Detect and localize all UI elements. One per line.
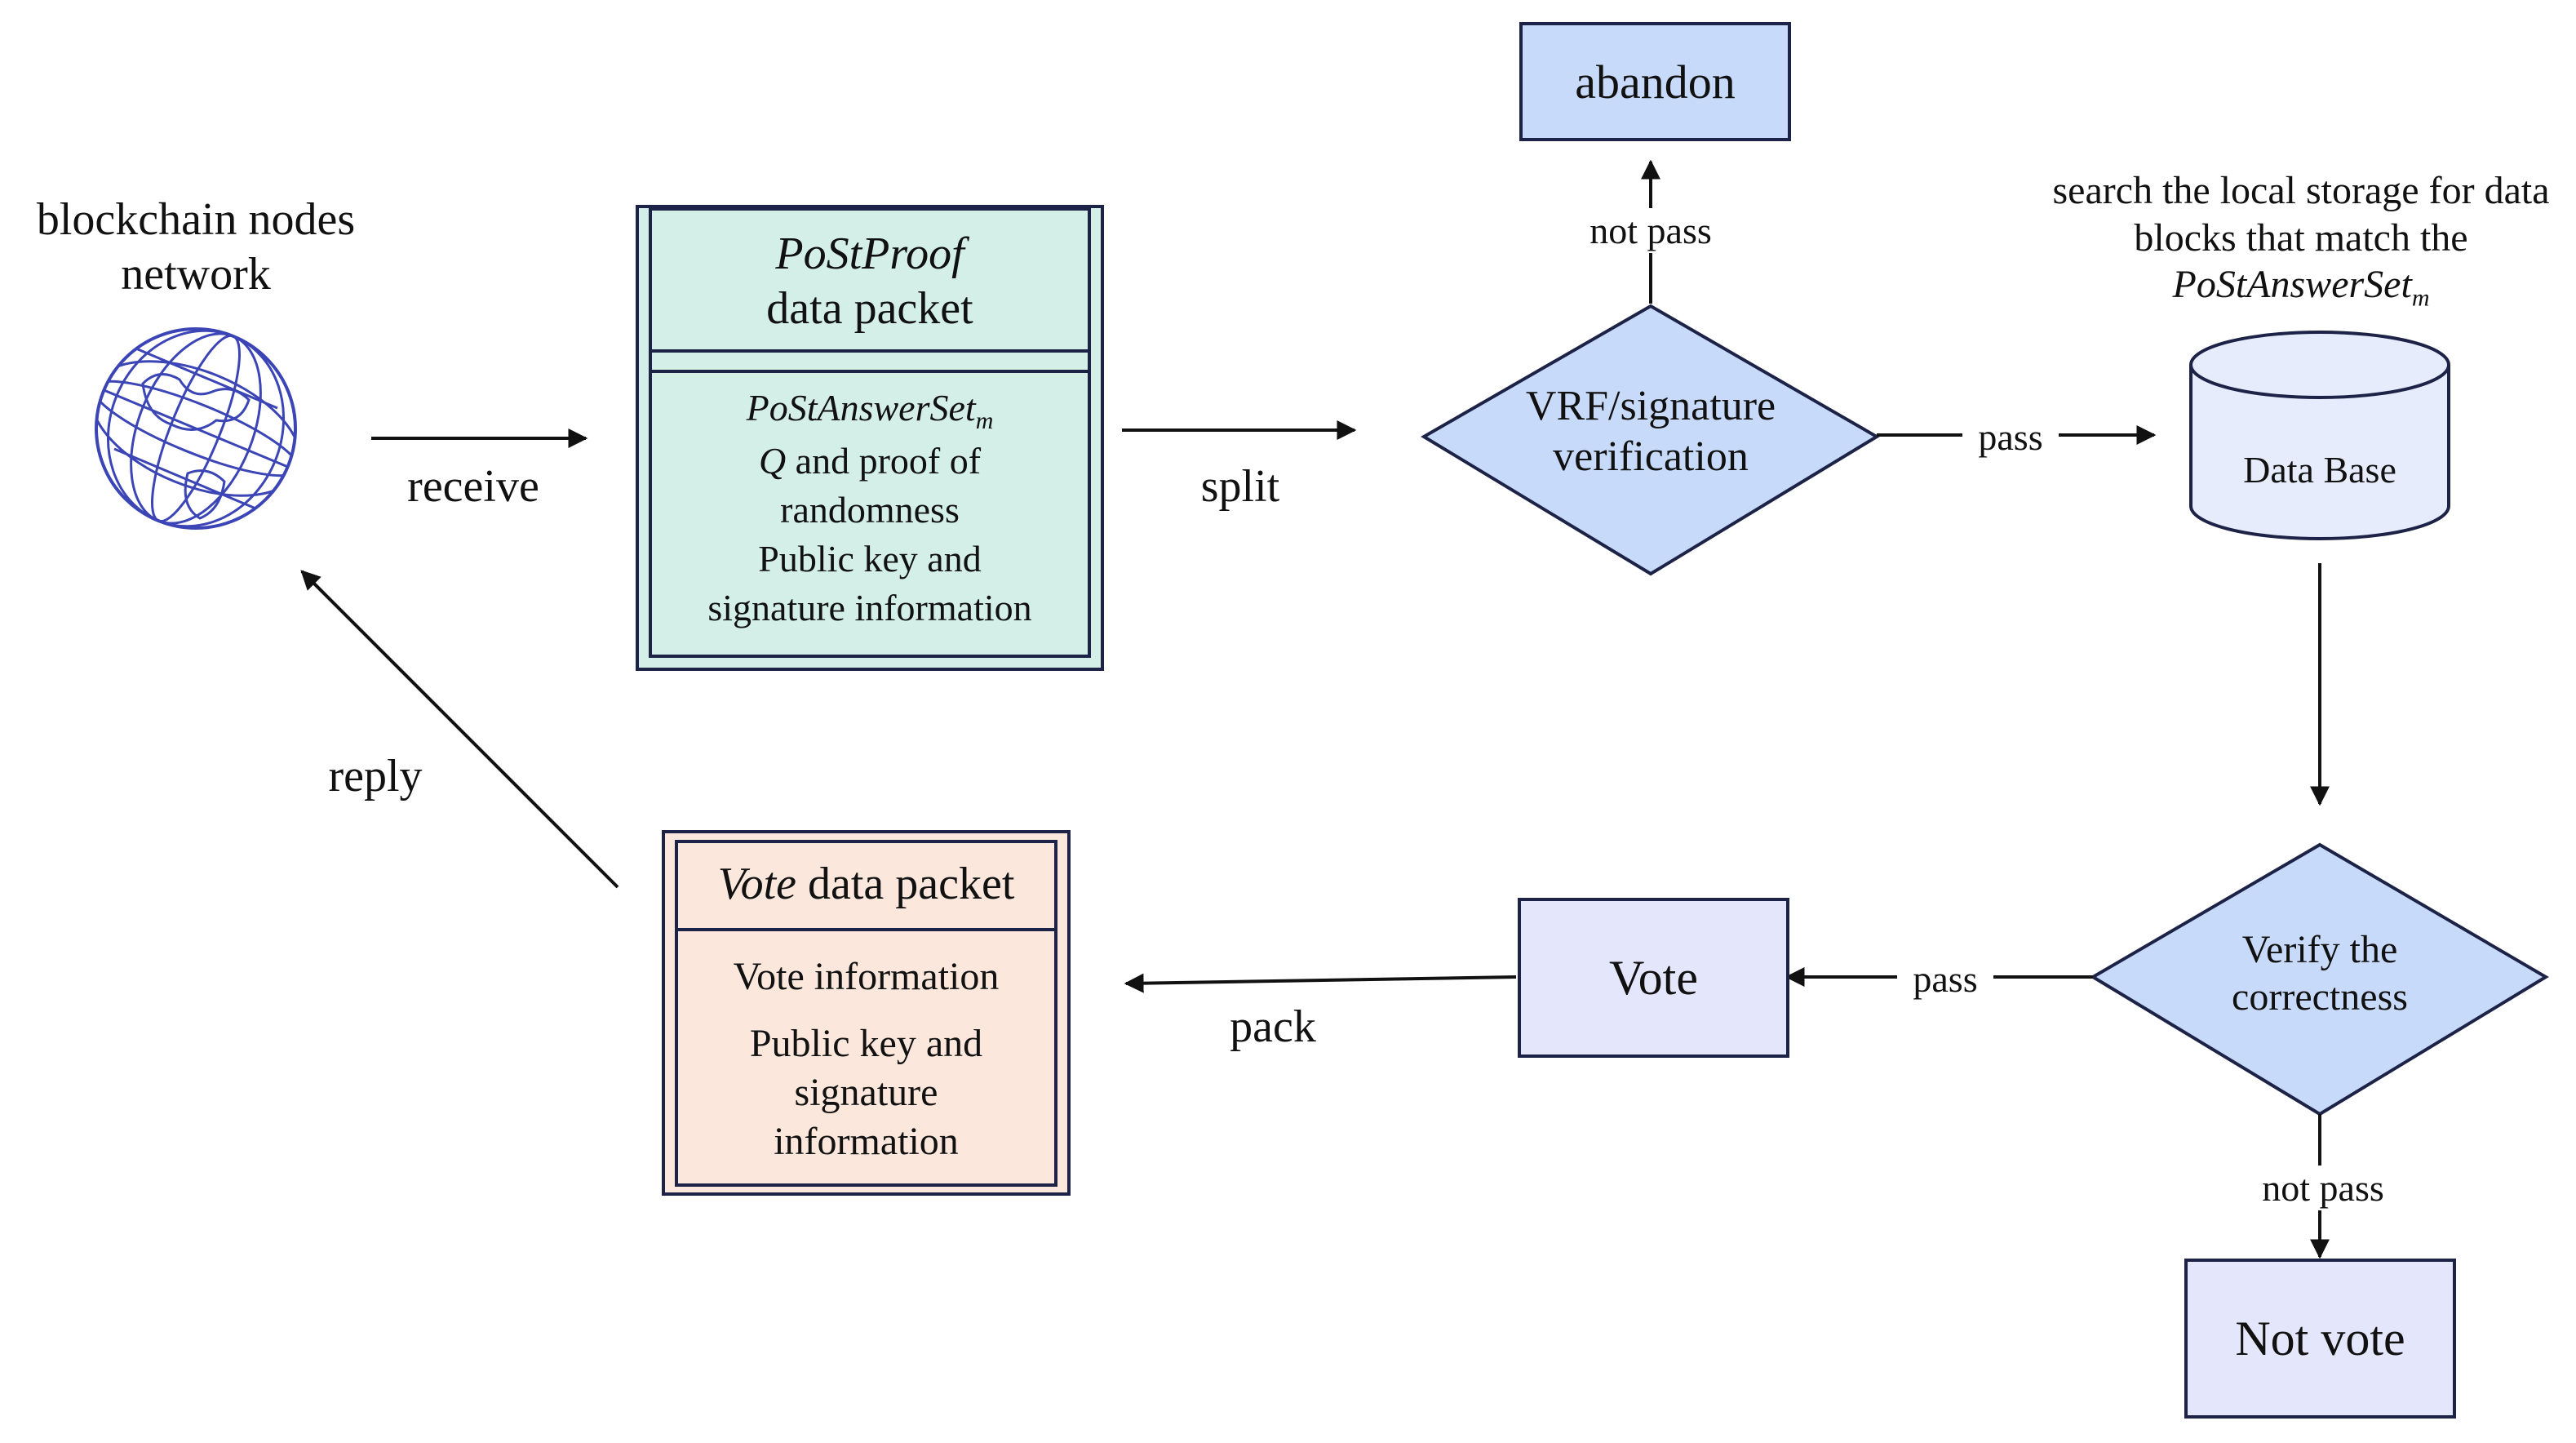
database-cylinder: [2189, 331, 2450, 540]
vrf-decision-diamond: [1421, 304, 1880, 576]
globe-icon: [95, 327, 297, 530]
receive-label: receive: [407, 461, 539, 512]
vote-pubkey-line1: Public key and: [749, 1022, 983, 1065]
verify-decision-label: Verify the correctness: [2142, 926, 2498, 1020]
arrow-pack: [1124, 973, 1517, 993]
arrow-reply: [300, 570, 619, 889]
abandon-label: abandon: [1575, 55, 1736, 109]
vote-packet-title-rest: data packet: [796, 859, 1015, 909]
answer-set-label: PoStAnswerSet: [746, 387, 976, 428]
postproof-packet-title: PoStProof data packet: [650, 227, 1089, 336]
verify-line1: Verify the: [2241, 928, 2398, 971]
postproof-pubkey-line1: Public key and: [758, 537, 982, 579]
pass-verify-label: pass: [1897, 957, 1993, 1002]
not-vote-box-label: Not vote: [2235, 1311, 2405, 1365]
database-note-line1: search the local storage for data: [2052, 169, 2550, 212]
database-label: Data Base: [2243, 449, 2396, 491]
network-label-line2: network: [121, 249, 271, 300]
pass-vrf-label: pass: [1962, 415, 2059, 460]
postproof-title-rest: data packet: [766, 283, 973, 335]
postproof-packet-shape: [636, 205, 1104, 671]
database-note-italic: PoStAnswerSet: [2172, 263, 2412, 307]
q-rest-label: and proof of: [786, 440, 982, 482]
vote-packet-title-italic: Vote: [717, 859, 796, 909]
answer-set-subscript: m: [975, 407, 994, 435]
vrf-decision-label: VRF/signature verification: [1465, 381, 1837, 483]
vrf-line1: VRF/signature: [1525, 383, 1776, 429]
reply-label: reply: [328, 751, 423, 801]
abandon-box: abandon: [1519, 22, 1791, 141]
vote-pubkey-line2: signature: [794, 1071, 938, 1114]
postproof-pubkey-line2: signature information: [707, 586, 1032, 628]
vote-box-label: Vote: [1609, 950, 1698, 1005]
postproof-title-italic: PoStProof: [775, 229, 964, 279]
database-note-subscript: m: [2411, 284, 2430, 312]
vote-packet-title: Vote data packet: [676, 857, 1056, 912]
not-pass-abandon-label: not pass: [1545, 208, 1757, 254]
network-label: blockchain nodes network: [0, 193, 392, 302]
vote-box: Vote: [1518, 898, 1789, 1058]
not-pass-verify-label: not pass: [2218, 1166, 2428, 1211]
split-label: split: [1200, 461, 1280, 512]
verify-line2: correctness: [2232, 975, 2408, 1019]
network-label-line1: blockchain nodes: [36, 194, 356, 245]
not-vote-box: Not vote: [2184, 1259, 2456, 1419]
postproof-packet-body: PoStAnswerSetm Q and proof of randomness…: [650, 384, 1089, 632]
randomness-label: randomness: [780, 488, 960, 531]
vote-packet-shape: [662, 830, 1071, 1196]
pack-label: pack: [1230, 1001, 1316, 1052]
vrf-line2: verification: [1553, 433, 1749, 481]
database-note-line2: blocks that match the: [2134, 215, 2468, 260]
vote-pubkey-line3: information: [774, 1120, 959, 1163]
q-label: Q: [758, 440, 787, 482]
database-note: search the local storage for data blocks…: [1991, 167, 2576, 313]
vote-packet-body: Vote information Public key and signatur…: [676, 952, 1056, 1166]
vote-info-label: Vote information: [733, 955, 1000, 998]
